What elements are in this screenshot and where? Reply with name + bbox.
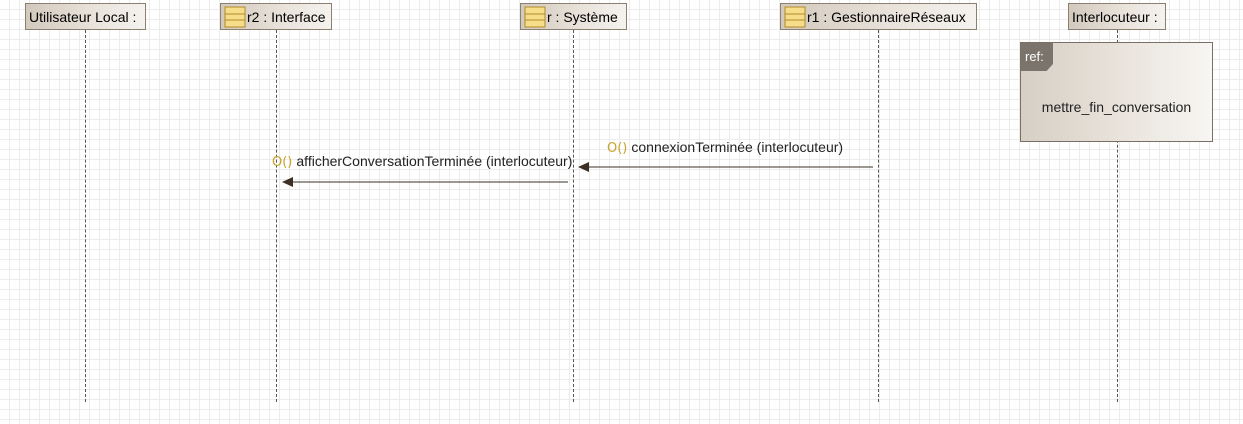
- lifeline-header-interface[interactable]: r2 : Interface: [220, 3, 332, 30]
- lifeline-interlocuteur: [1117, 30, 1118, 402]
- class-icon: [524, 6, 546, 27]
- class-icon: [224, 6, 246, 27]
- lifeline-label: r : Système: [547, 8, 618, 25]
- lifeline-label: Utilisateur Local :: [29, 8, 137, 25]
- lifeline-header-gestionnaire-reseaux[interactable]: r1 : GestionnaireRéseaux: [780, 3, 977, 30]
- message-afficher-conversation-terminee-arrow[interactable]: [282, 177, 568, 187]
- lifeline-systeme: [573, 30, 574, 402]
- operation-icon: O(): [272, 155, 293, 170]
- message-text: afficherConversationTerminée (interlocut…: [296, 153, 573, 169]
- lifeline-header-systeme[interactable]: r : Système: [520, 3, 627, 30]
- lifeline-header-utilisateur-local[interactable]: Utilisateur Local :: [25, 3, 146, 30]
- lifeline-label: r1 : GestionnaireRéseaux: [807, 8, 966, 25]
- lifeline-gestionnaire-reseaux: [878, 30, 879, 402]
- lifeline-header-interlocuteur[interactable]: Interlocuteur :: [1068, 3, 1166, 30]
- lifeline-label: r2 : Interface: [247, 8, 326, 25]
- ref-name: mettre_fin_conversation: [1041, 99, 1192, 115]
- operation-icon: O(): [607, 141, 628, 156]
- ref-interaction-frame[interactable]: ref: mettre_fin_conversation: [1020, 42, 1213, 142]
- message-text: connexionTerminée (interlocuteur): [631, 139, 844, 155]
- message-label-afficher-conversation-terminee[interactable]: O()afficherConversationTerminée (interlo…: [272, 153, 572, 170]
- message-label-connexion-terminee[interactable]: O()connexionTerminée (interlocuteur): [607, 139, 843, 156]
- class-icon: [784, 6, 806, 27]
- ref-tag: ref:: [1021, 43, 1053, 71]
- lifeline-label: Interlocuteur :: [1072, 8, 1158, 25]
- lifeline-interface: [276, 30, 277, 402]
- message-connexion-terminee-arrow[interactable]: [578, 162, 873, 172]
- lifeline-utilisateur-local: [85, 30, 86, 402]
